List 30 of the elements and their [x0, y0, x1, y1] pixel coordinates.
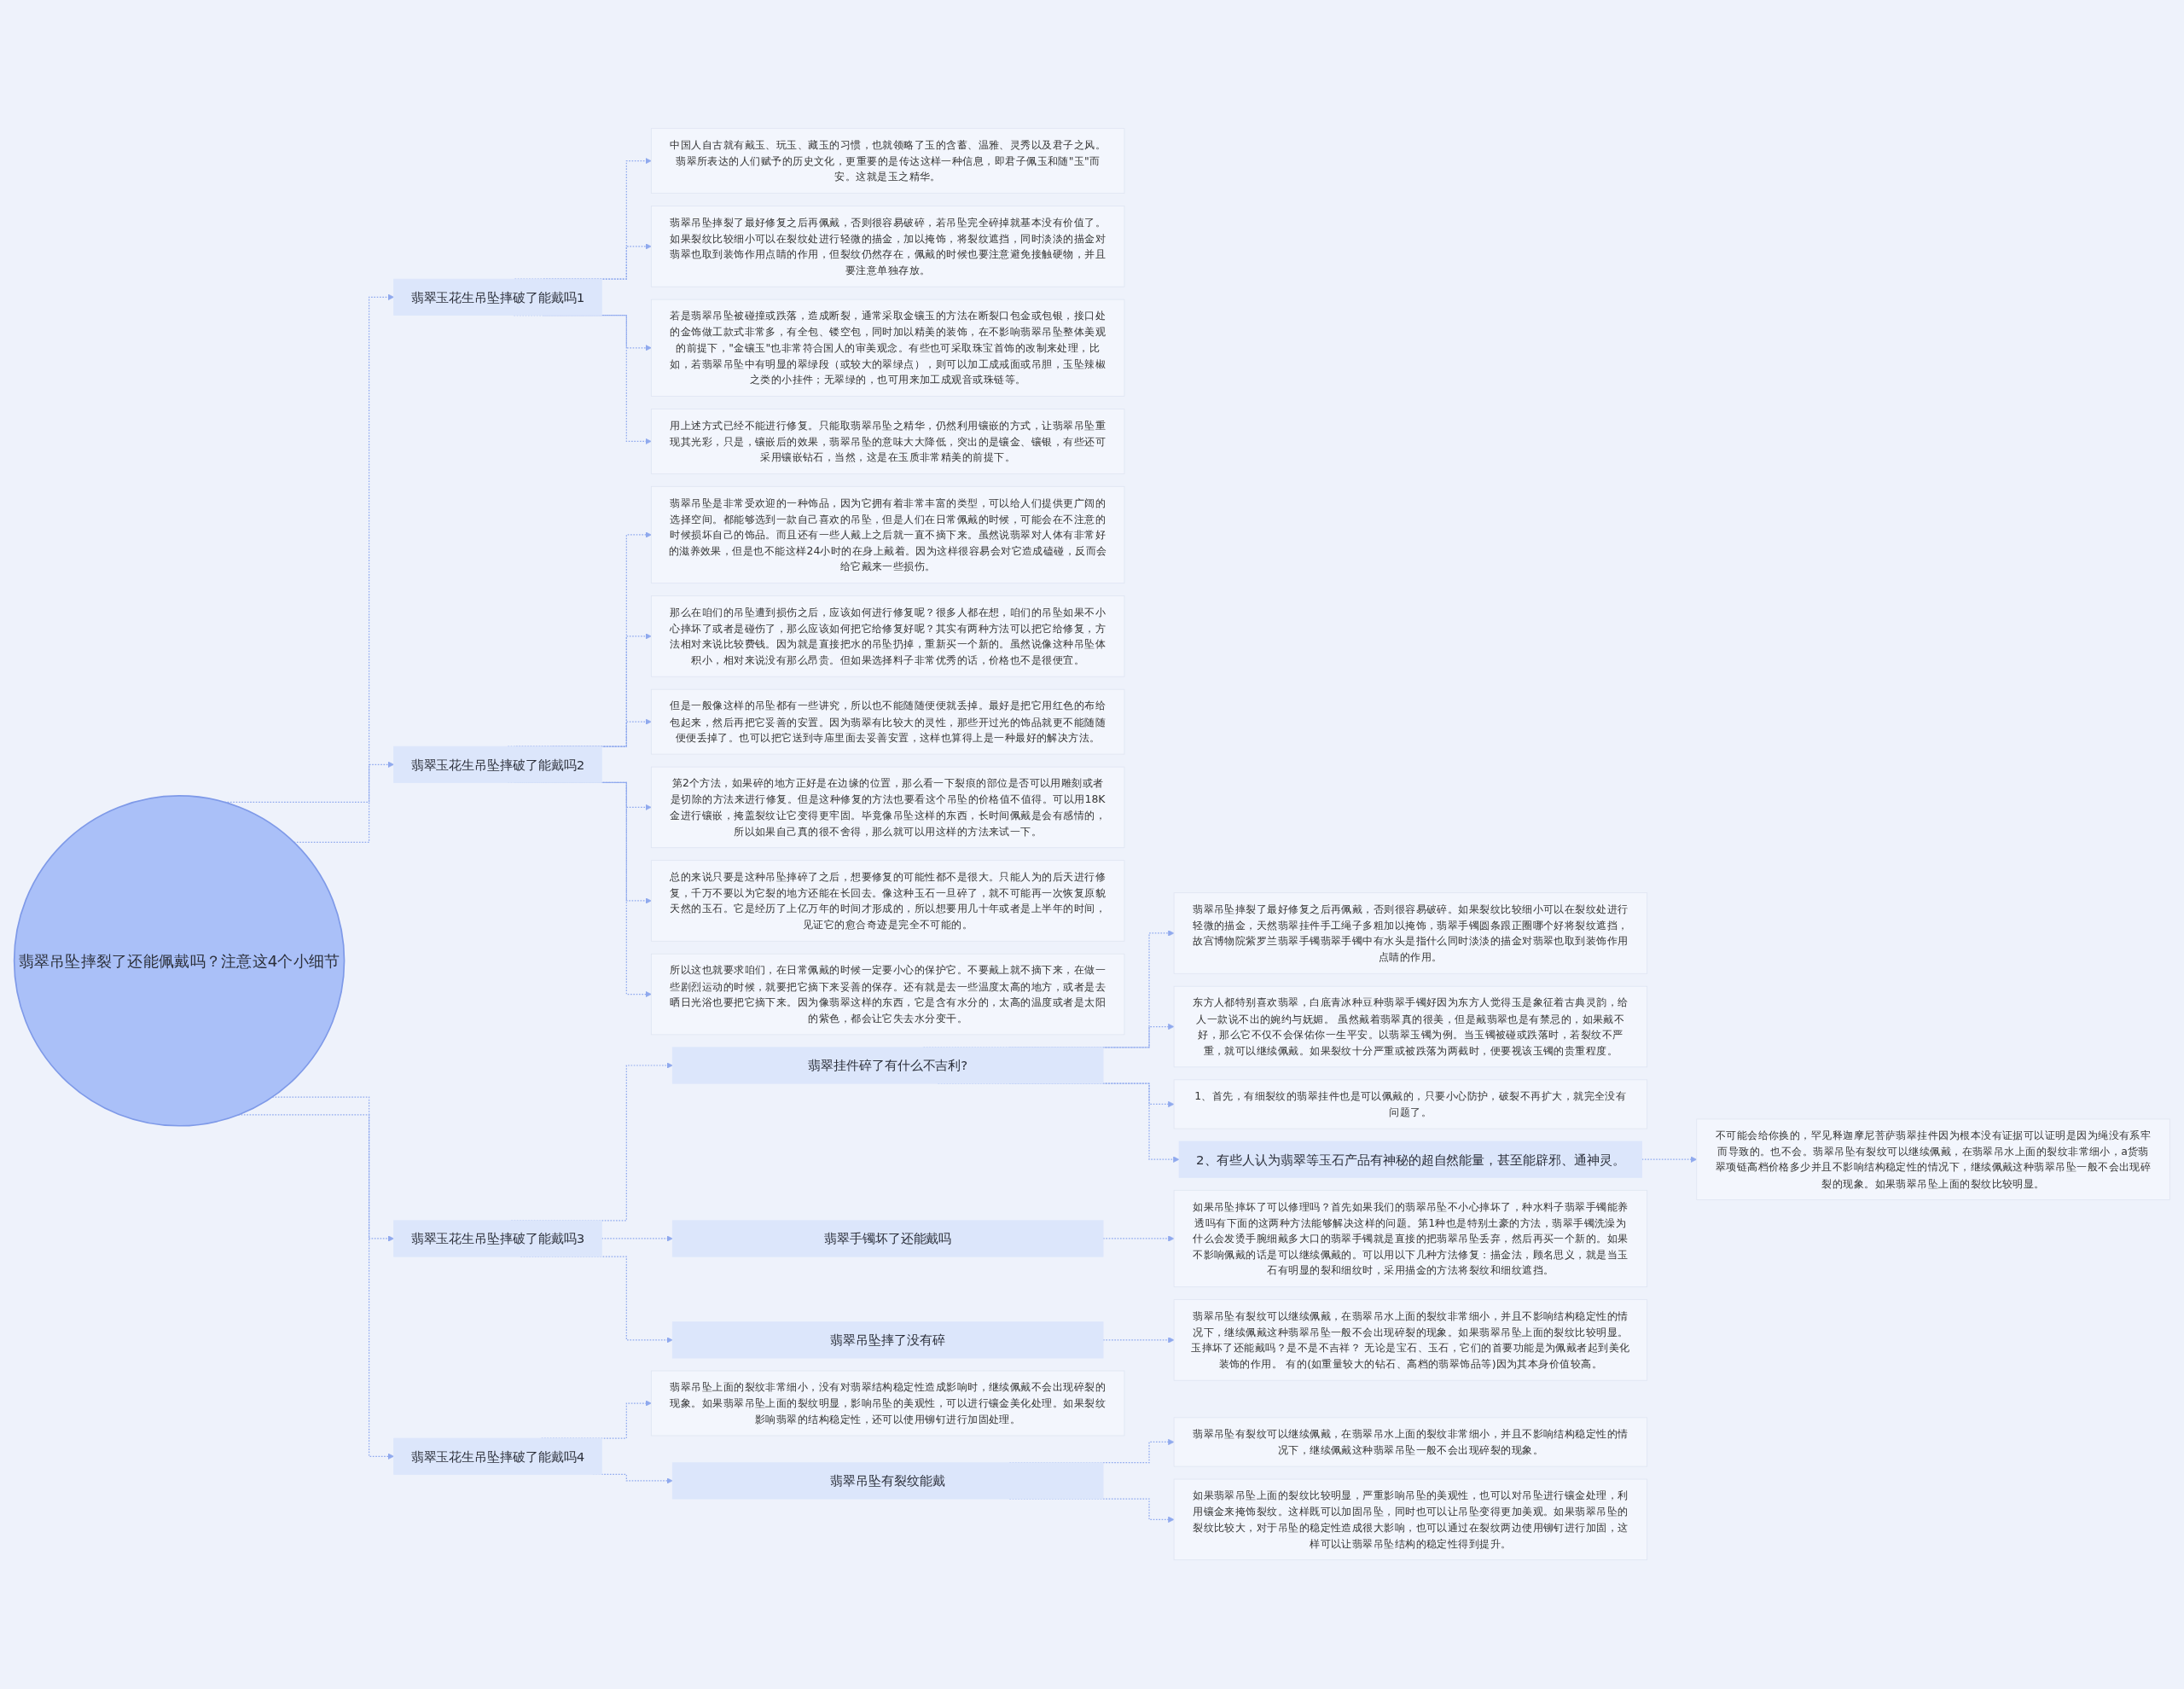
node-box [1173, 1299, 1648, 1381]
node-box [671, 1321, 1104, 1359]
node-box [650, 595, 1125, 677]
node-box [650, 954, 1125, 1036]
node-box [393, 746, 602, 784]
node-box [650, 206, 1125, 287]
node-box [1173, 1417, 1648, 1467]
node-box [393, 279, 602, 316]
node-box [650, 299, 1125, 398]
node-box [1173, 1190, 1648, 1288]
node-box [1178, 1141, 1642, 1179]
node-box [650, 860, 1125, 943]
node-box [1696, 1118, 2170, 1201]
node-box [671, 1047, 1104, 1084]
node-box [650, 767, 1125, 849]
node-box [1173, 986, 1648, 1068]
node-box [1173, 1079, 1648, 1129]
node-box [650, 1370, 1125, 1437]
node-box [1173, 1478, 1648, 1561]
node-box [650, 689, 1125, 755]
node-box [393, 1438, 602, 1476]
node-box [650, 409, 1125, 475]
node-box [393, 1220, 602, 1257]
node-box [1173, 892, 1648, 975]
node-box [650, 128, 1125, 194]
node-box [650, 486, 1125, 584]
node-circle [13, 795, 346, 1127]
arrow [1641, 1156, 1698, 1164]
node-box [671, 1220, 1104, 1257]
node-box [671, 1462, 1104, 1500]
